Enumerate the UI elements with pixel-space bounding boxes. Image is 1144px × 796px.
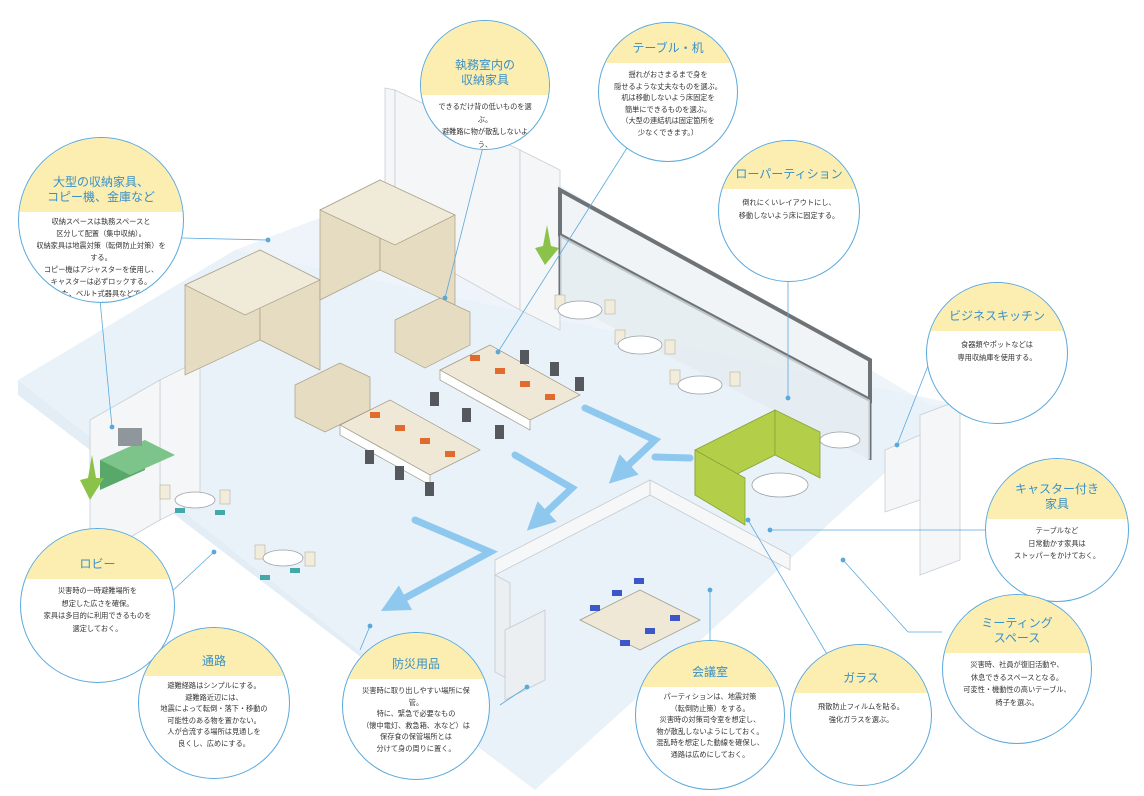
- callout-tables: テーブル・机 揺れがおさまるまで身を 隠せるような丈夫なものを選ぶ。 机は移動し…: [598, 22, 738, 162]
- callout-title: ビジネスキッチン: [948, 309, 1045, 323]
- callout-lobby: ロビー 災害時の一時避難場所を 想定した広さを確保。 家具は多目的に利用できるも…: [20, 528, 175, 683]
- callout-glass: ガラス 飛散防止フィルムを貼る。 強化ガラスを選ぶ。: [790, 644, 932, 786]
- callout-body: 災害時に取り出しやすい場所に保管。 特に、緊急で必要なもの （懐中電灯、救急箱、…: [362, 686, 470, 753]
- callout-title: ロビー: [79, 557, 116, 571]
- callout-title: 執務室内の 収納家具: [454, 58, 515, 87]
- chairs: [159, 294, 741, 646]
- leader-dots: [109, 237, 900, 690]
- callout-body: パーティションは、地震対策 （転倒防止策）をする。 災害時の対策司令室を想定し、…: [656, 692, 764, 759]
- callout-body: 災害時、社員が復旧活動や、 休息できるスペースとなる。 可変性・機動性の高いテー…: [963, 660, 1071, 707]
- leader-lines: [99, 139, 985, 706]
- callout-body: できるだけ背の低いものを選ぶ。 避難路に物が散乱しないよう、 ラッチ機構、ロック…: [438, 102, 532, 149]
- callout-title: キャスター付き 家具: [1014, 482, 1099, 511]
- callout-body: 収納スペースは執務スペースと 区分して配置（集中収納）。 収納家具は地震対策（転…: [36, 217, 166, 302]
- callout-body: 食器類やポットなどは 専用収納庫を使用する。: [957, 340, 1037, 362]
- callout-title: テーブル・机: [632, 41, 704, 55]
- evacuation-arrows: [380, 404, 694, 611]
- callout-title: 防災用品: [391, 657, 440, 671]
- callout-body: 避難経路はシンプルにする。 避難路近辺には、 地震によって転倒・落下・移動の 可…: [160, 681, 268, 748]
- low-partition: [694, 409, 821, 526]
- callout-storage-office: 執務室内の 収納家具 できるだけ背の低いものを選ぶ。 避難路に物が散乱しないよう…: [420, 20, 550, 150]
- copier-bench: [100, 428, 175, 490]
- right-wall: [884, 399, 961, 576]
- callout-title: 通路: [201, 654, 226, 668]
- callout-title: 会議室: [691, 665, 728, 679]
- glass-wall: [558, 186, 872, 460]
- storage-cabinets: [184, 179, 471, 433]
- callout-caster-furniture: キャスター付き 家具 テーブルなど 日常動かす家具は ストッパーをかけておく。: [985, 458, 1129, 602]
- callout-title: 大型の収納家具、 コピー機、金庫など: [46, 175, 155, 204]
- plants: [80, 225, 559, 500]
- callout-body: 倒れにくいレイアウトにし、 移動しないよう床に固定する。: [738, 198, 840, 220]
- callout-large-storage: 大型の収納家具、 コピー機、金庫など 収納スペースは執務スペースと 区分して配置…: [18, 137, 184, 303]
- callout-body: テーブルなど 日常動かす家具は ストッパーをかけておく。: [1013, 526, 1101, 560]
- callout-body: 災害時の一時避難場所を 想定した広さを確保。 家具は多目的に利用できるものを 選…: [43, 586, 152, 633]
- callout-meeting-room: 会議室 パーティションは、地震対策 （転倒防止策）をする。 災害時の対策司令室を…: [635, 640, 785, 790]
- callout-body: 飛散防止フィルムを貼る。 強化ガラスを選ぶ。: [818, 702, 904, 724]
- callout-title: ガラス: [843, 671, 879, 685]
- callout-title: ローパーティション: [735, 167, 843, 181]
- callout-meeting-space: ミーティング スペース 災害時、社員が復旧活動や、 休息できるスペースとなる。 …: [942, 594, 1092, 744]
- meeting-room: [494, 479, 791, 701]
- callout-disaster-supplies: 防災用品 災害時に取り出しやすい場所に保管。 特に、緊急で必要なもの （懐中電灯…: [342, 632, 490, 780]
- round-tables: [174, 300, 861, 567]
- callout-passage: 通路 避難経路はシンプルにする。 避難路近辺には、 地震によって転倒・落下・移動…: [138, 627, 290, 779]
- callout-low-partition: ローパーティション 倒れにくいレイアウトにし、 移動しないよう床に固定する。: [718, 140, 860, 282]
- callout-body: 揺れがおさまるまで身を 隠せるような丈夫なものを選ぶ。 机は移動しないよう床固定…: [614, 70, 722, 137]
- callout-title: ミーティング スペース: [981, 616, 1053, 645]
- callout-business-kitchen: ビジネスキッチン 食器類やポットなどは 専用収納庫を使用する。: [926, 282, 1068, 424]
